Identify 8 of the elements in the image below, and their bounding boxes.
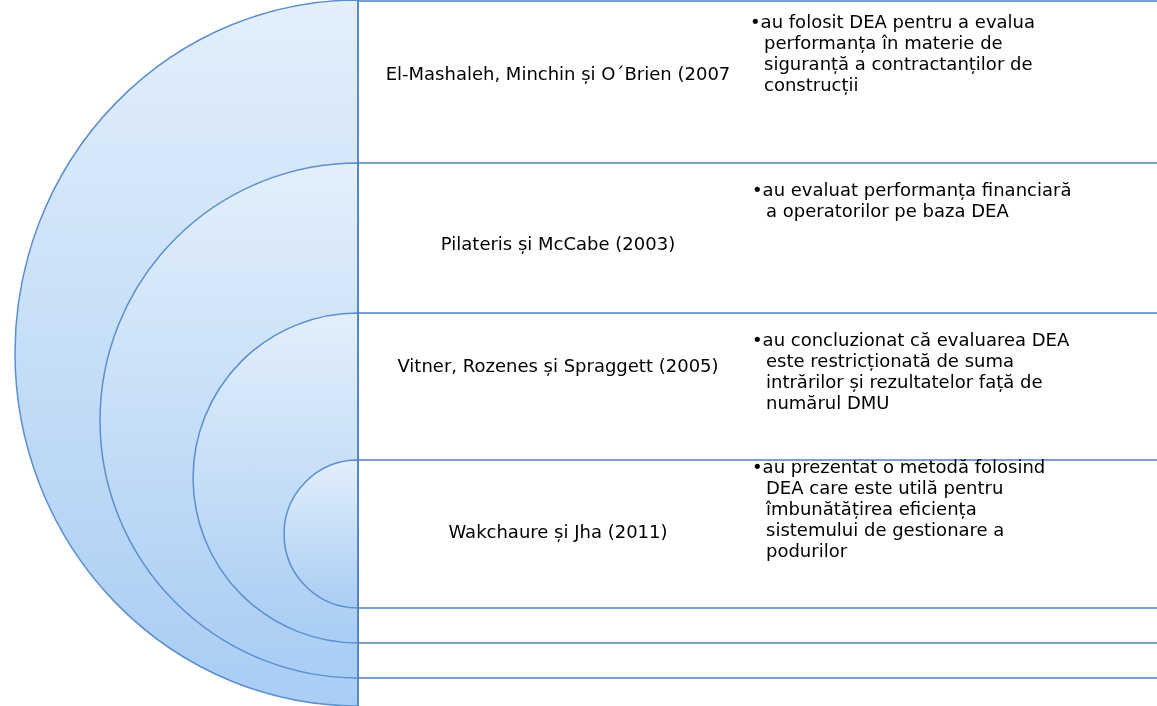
- author-citation: Vitner, Rozenes și Spraggett (2005): [396, 355, 720, 376]
- bullet-text: •au prezentat o metodă folosind DEA care este utilă pentru îmbunătățirea eficiența sistemului de gestionare a podurilor: [752, 456, 1047, 561]
- bullet-text: •au folosit DEA pentru a evalua performanța în materie de siguranță a contractanților de construcții: [750, 11, 1036, 95]
- bullet-text: •au evaluat performanța financiară a operatorilor pe baza DEA: [752, 179, 1072, 221]
- bullet-text: •au concluzionat că evaluarea DEA este restricționată de suma intrărilor și rezultatelor față de numărul DMU: [752, 329, 1071, 413]
- author-citation: Wakchaure și Jha (2011): [447, 521, 669, 542]
- author-citation: El-Mashaleh, Minchin și O´Brien (2007: [384, 63, 732, 84]
- author-citation: Pilateris și McCabe (2003): [439, 233, 677, 254]
